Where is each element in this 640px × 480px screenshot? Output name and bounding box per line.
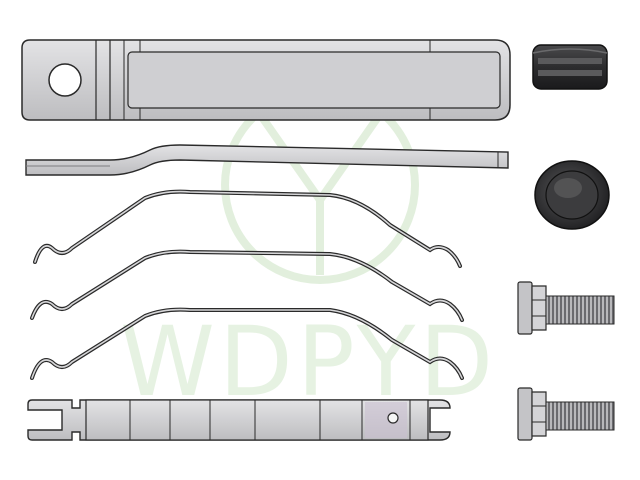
- wire-spring-clip-2-inner: [31, 250, 463, 321]
- mounting-hole: [48, 63, 82, 97]
- wire-spring-clip-1-inner: [34, 190, 461, 267]
- rubber-bushing: [532, 44, 608, 90]
- retaining-plate: [27, 399, 451, 441]
- wire-spring-clip-3-inner: [31, 308, 463, 379]
- flange-bolt-1: [517, 281, 615, 335]
- flange-bolt-2: [517, 387, 615, 441]
- flat-spring-bar: [25, 144, 509, 176]
- mounting-plate: [21, 39, 511, 121]
- dust-cap: [534, 160, 610, 230]
- retaining-plate-hole: [387, 412, 399, 424]
